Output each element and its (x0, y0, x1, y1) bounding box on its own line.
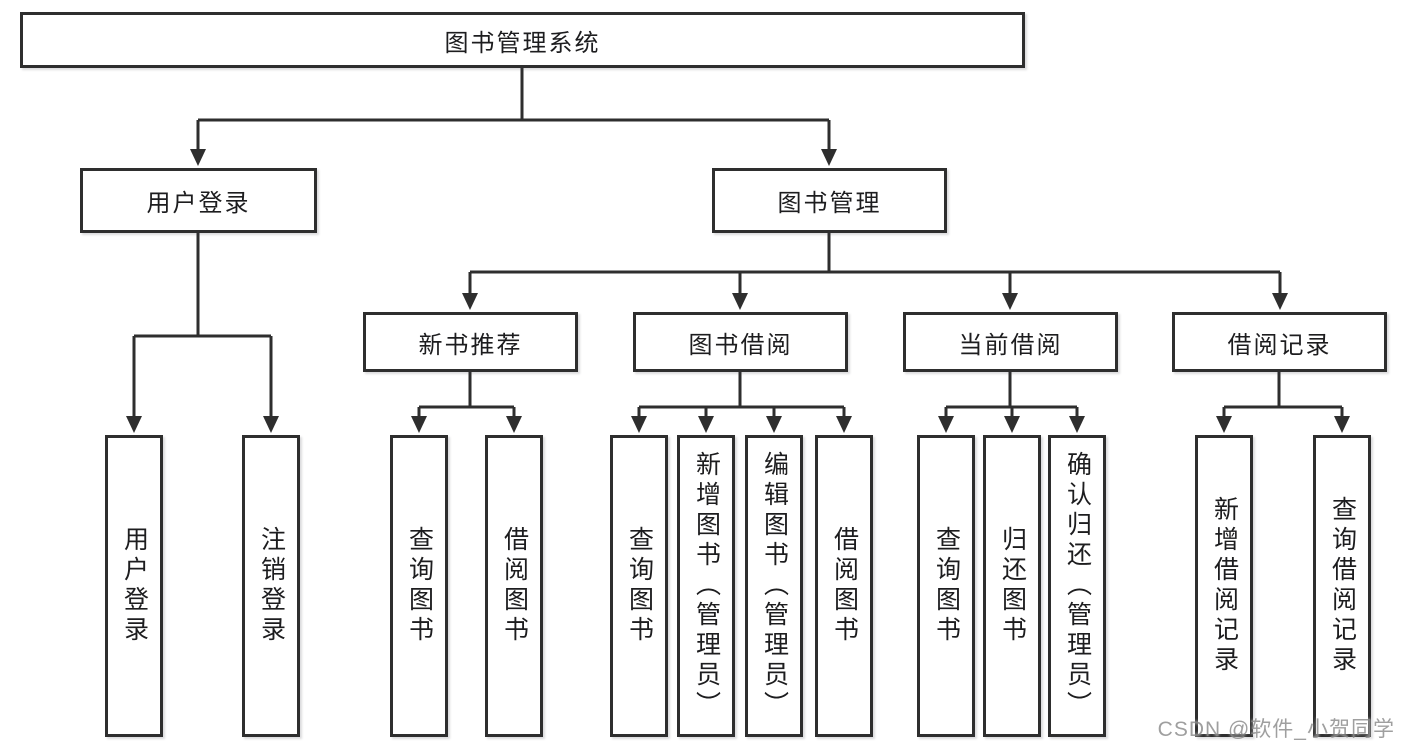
arrow-down-icon (1272, 293, 1288, 310)
leaf-borrow-book-1: 借阅图书 (485, 435, 543, 737)
leaf-edit-book-label: 编辑图书（管理员） (760, 451, 789, 721)
arrow-down-icon (698, 416, 714, 433)
leaf-query-book-3-label: 查询图书 (932, 526, 961, 646)
connector-current-borrow-children (944, 372, 1079, 418)
connector-arrowheads (126, 149, 1350, 433)
node-book-management: 图书管理 (712, 168, 947, 233)
watermark: CSDN @软件_小贺同学 (1157, 718, 1395, 741)
arrow-down-icon (411, 416, 427, 433)
node-root-label: 图书管理系统 (444, 29, 601, 57)
connector-lines (132, 68, 1344, 418)
arrow-down-icon (1002, 293, 1018, 310)
leaf-query-book-1-label: 查询图书 (405, 526, 434, 646)
leaf-query-book-3: 查询图书 (917, 435, 975, 737)
arrow-down-icon (1004, 416, 1020, 433)
node-user-login-label: 用户登录 (146, 190, 251, 217)
leaf-query-book-1: 查询图书 (390, 435, 448, 737)
node-new-book-recommend-label: 新书推荐 (418, 331, 523, 359)
arrow-down-icon (263, 416, 279, 433)
connector-borrow-record-children (1222, 372, 1344, 418)
node-root: 图书管理系统 (20, 12, 1025, 68)
leaf-return-book: 归还图书 (983, 435, 1041, 737)
leaf-add-book: 新增图书（管理员） (677, 435, 735, 737)
leaf-borrow-book-1-label: 借阅图书 (500, 526, 529, 646)
connector-user-login-children (132, 233, 273, 418)
connector-book-borrow-children (637, 372, 846, 418)
node-borrow-record-label: 借阅记录 (1227, 331, 1332, 359)
arrow-down-icon (462, 293, 478, 310)
arrow-down-icon (506, 416, 522, 433)
leaf-query-book-2: 查询图书 (610, 435, 668, 737)
node-borrow-record: 借阅记录 (1172, 312, 1387, 372)
node-book-borrow: 图书借阅 (633, 312, 848, 372)
leaf-borrow-book-2: 借阅图书 (815, 435, 873, 737)
node-book-management-label: 图书管理 (777, 190, 882, 217)
connector-root-to-level2 (196, 68, 831, 151)
arrow-down-icon (190, 149, 206, 166)
leaf-borrow-book-2-label: 借阅图书 (830, 526, 859, 646)
leaf-logout: 注销登录 (242, 435, 300, 737)
connector-new-book-recommend-children (417, 372, 516, 418)
arrow-down-icon (1334, 416, 1350, 433)
leaf-confirm-return: 确认归还（管理员） (1048, 435, 1106, 737)
leaf-add-book-label: 新增图书（管理员） (692, 451, 721, 721)
leaf-query-borrow-record: 查询借阅记录 (1313, 435, 1371, 737)
arrow-down-icon (836, 416, 852, 433)
leaf-user-login-label: 用户登录 (120, 526, 149, 646)
arrow-down-icon (126, 416, 142, 433)
node-new-book-recommend: 新书推荐 (363, 312, 578, 372)
leaf-confirm-return-label: 确认归还（管理员） (1063, 451, 1092, 721)
arrow-down-icon (1216, 416, 1232, 433)
leaf-add-borrow-record: 新增借阅记录 (1195, 435, 1253, 737)
leaf-query-borrow-record-label: 查询借阅记录 (1328, 496, 1357, 676)
leaf-logout-label: 注销登录 (257, 526, 286, 646)
leaf-query-book-2-label: 查询图书 (625, 526, 654, 646)
arrow-down-icon (1069, 416, 1085, 433)
arrow-down-icon (766, 416, 782, 433)
leaf-return-book-label: 归还图书 (998, 526, 1027, 646)
arrow-down-icon (821, 149, 837, 166)
arrow-down-icon (631, 416, 647, 433)
leaf-user-login: 用户登录 (105, 435, 163, 737)
node-current-borrow-label: 当前借阅 (958, 331, 1063, 359)
arrow-down-icon (732, 293, 748, 310)
leaf-edit-book: 编辑图书（管理员） (745, 435, 803, 737)
connector-book-management-children (468, 233, 1282, 295)
node-user-login: 用户登录 (80, 168, 317, 233)
node-book-borrow-label: 图书借阅 (688, 331, 793, 359)
leaf-add-borrow-record-label: 新增借阅记录 (1210, 496, 1239, 676)
node-current-borrow: 当前借阅 (903, 312, 1118, 372)
arrow-down-icon (938, 416, 954, 433)
